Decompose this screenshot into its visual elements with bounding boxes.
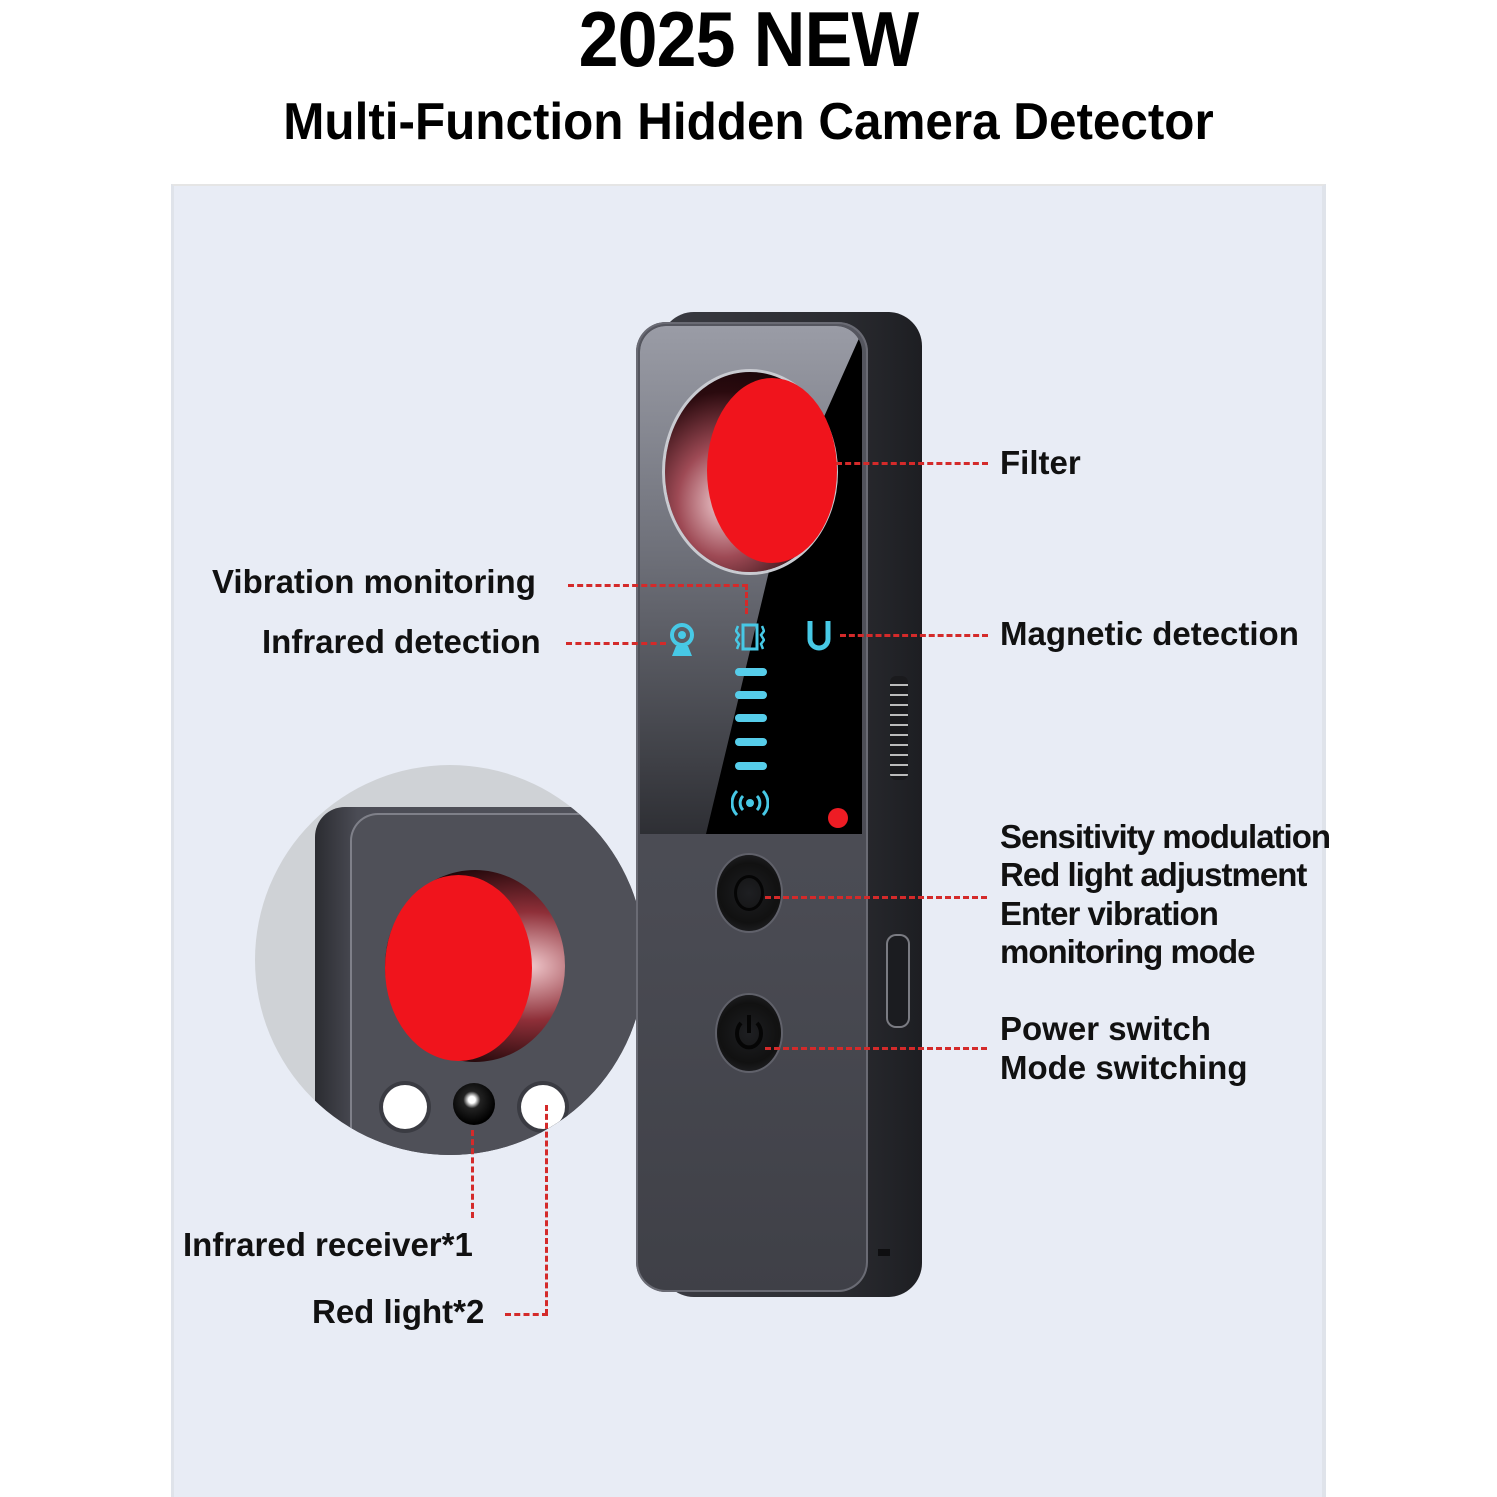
power-icon (735, 1015, 763, 1050)
label-mode-switching: Mode switching (1000, 1049, 1248, 1086)
speaker-hole (878, 1249, 890, 1256)
filter-lens (707, 378, 837, 563)
signal-icon (731, 789, 769, 817)
status-led (828, 808, 848, 828)
magnet-icon (807, 621, 831, 651)
leader-filter (836, 462, 988, 465)
leader-sensitivity (765, 896, 987, 899)
label-sensitivity-1: Sensitivity modulation (1000, 818, 1331, 855)
leader-infrared (566, 642, 666, 645)
label-sensitivity-2: Red light adjustment (1000, 856, 1307, 893)
red-light-led-right (521, 1085, 565, 1129)
leader-red-light-v (545, 1105, 548, 1315)
level-bar-3 (735, 714, 767, 722)
leader-vibration-v (745, 584, 748, 614)
label-sensitivity-3: Enter vibration (1000, 895, 1219, 932)
usb-port (888, 936, 908, 1026)
vibration-icon (735, 623, 765, 651)
inset-closeup (255, 765, 645, 1155)
leader-red-light-h (505, 1313, 548, 1316)
level-bar-2 (735, 691, 767, 699)
level-bar-1 (735, 668, 767, 676)
leader-infrared-receiver (471, 1130, 474, 1218)
red-light-led-left (383, 1085, 427, 1129)
sensitivity-button[interactable] (717, 855, 781, 931)
infrared-receiver (453, 1083, 495, 1125)
label-infrared-receiver: Infrared receiver*1 (183, 1226, 473, 1263)
label-magnetic-detection: Magnetic detection (1000, 615, 1299, 652)
camera-icon (670, 623, 694, 656)
button-ring-icon (734, 875, 764, 911)
label-red-light: Red light*2 (312, 1293, 485, 1330)
product-title: Multi-Function Hidden Camera Detector (283, 93, 1214, 151)
level-bar-4 (735, 738, 767, 746)
adjustment-wheel[interactable] (890, 676, 908, 780)
label-filter: Filter (1000, 444, 1081, 481)
power-button[interactable] (717, 995, 781, 1071)
label-vibration-monitoring: Vibration monitoring (212, 563, 536, 600)
headline: 2025 NEW (578, 0, 920, 83)
leader-power (765, 1047, 987, 1050)
inset-filter-lens (385, 875, 532, 1061)
label-power-switch: Power switch (1000, 1010, 1211, 1047)
leader-magnetic (840, 634, 988, 637)
label-sensitivity-4: monitoring mode (1000, 933, 1255, 970)
level-bar-5 (735, 762, 767, 770)
label-infrared-detection: Infrared detection (262, 623, 541, 660)
leader-vibration-h (568, 584, 748, 587)
